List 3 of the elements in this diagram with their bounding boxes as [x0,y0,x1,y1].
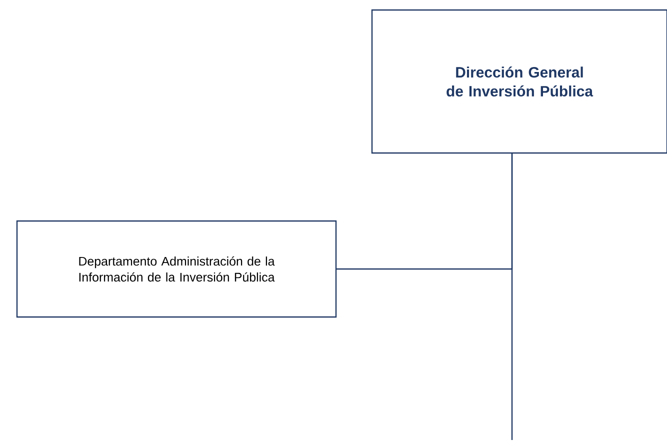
org-box: Departamento Administración de la Información de la Inversión Pública [16,220,337,318]
org-box: Dirección General de Inversión Pública [371,9,667,154]
connector-line [511,153,513,440]
